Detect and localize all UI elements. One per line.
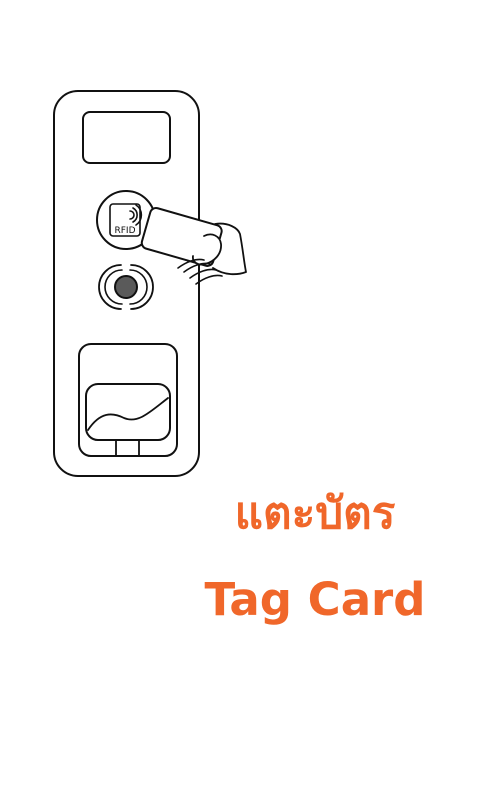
rfid-label: RFID xyxy=(114,226,135,236)
door-station-icon xyxy=(53,90,200,477)
instruction-english-text: Tag Card xyxy=(204,573,426,626)
device-screen-icon xyxy=(82,111,171,164)
instruction-thai-text: แตะบัตร xyxy=(234,488,396,539)
hand-holding-card-icon xyxy=(140,206,247,285)
card-slot-icon xyxy=(78,343,178,457)
fingerprint-sensor-icon xyxy=(98,264,154,310)
door-station-illustration: RFID xyxy=(53,90,247,477)
